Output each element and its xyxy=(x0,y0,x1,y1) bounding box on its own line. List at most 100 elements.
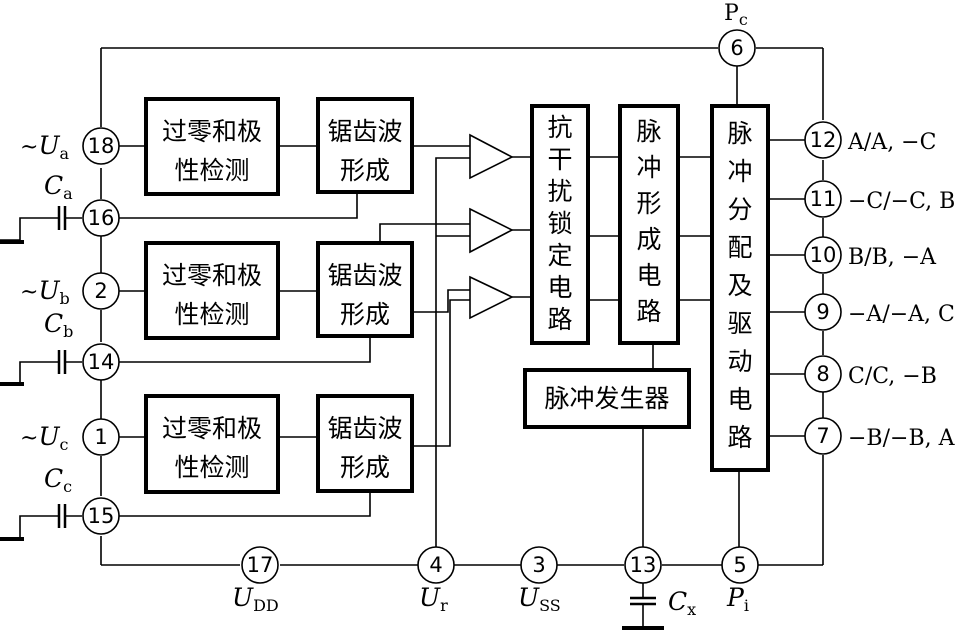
pin-18: 18 xyxy=(82,127,120,165)
pin-14: 14 xyxy=(82,343,120,381)
svg-text:6: 6 xyxy=(730,36,743,60)
vertical-char: 驱 xyxy=(727,309,752,338)
pin-15: 15 xyxy=(82,497,120,535)
block-text: 脉冲发生器 xyxy=(544,384,669,413)
vertical-char: 形 xyxy=(636,189,661,218)
label-cc: Cc xyxy=(44,464,72,496)
vertical-char: 干 xyxy=(547,145,572,174)
vertical-char: 路 xyxy=(547,305,572,334)
pin-12: 12 xyxy=(804,121,842,159)
label-out-10: B/B, −A xyxy=(848,245,937,270)
svg-text:5: 5 xyxy=(733,553,746,577)
svg-text:4: 4 xyxy=(429,553,442,577)
pin-2: 2 xyxy=(82,272,120,310)
pin-8: 8 xyxy=(804,355,842,393)
svg-text:1: 1 xyxy=(94,425,107,449)
svg-text:11: 11 xyxy=(810,187,837,211)
label-out-9: −A/−A, C xyxy=(848,302,955,327)
label-ur: Ur xyxy=(419,583,448,615)
label-pi: Pi xyxy=(726,583,749,615)
block-text: 过零和极 xyxy=(162,261,262,290)
vertical-char: 成 xyxy=(636,225,661,254)
svg-text:9: 9 xyxy=(816,300,829,324)
label-out-11: −C/−C, B xyxy=(848,189,955,214)
pin-13: 13 xyxy=(624,546,662,584)
svg-text:16: 16 xyxy=(88,206,115,230)
vertical-char: 电 xyxy=(636,261,661,290)
vertical-char: 扰 xyxy=(547,177,572,206)
svg-text:7: 7 xyxy=(816,424,829,448)
svg-text:14: 14 xyxy=(88,350,115,374)
pin-6: 6 xyxy=(718,29,756,67)
vertical-char: 动 xyxy=(727,347,752,376)
label-uc: ~Uc xyxy=(20,422,69,454)
svg-text:8: 8 xyxy=(816,362,829,386)
chip-boundary xyxy=(100,47,824,566)
vertical-char: 电 xyxy=(547,273,572,302)
sawtooth-block-a: 锯齿波 形成 xyxy=(316,97,414,194)
vertical-char: 分 xyxy=(727,195,752,224)
vertical-char: 定 xyxy=(547,241,572,270)
vertical-char: 冲 xyxy=(727,157,752,186)
pin-7: 7 xyxy=(804,417,842,455)
label-udd: UDD xyxy=(232,583,279,615)
pin-4: 4 xyxy=(417,546,455,584)
sawtooth-block-b: 锯齿波 形成 xyxy=(316,241,414,338)
pin-10: 10 xyxy=(804,236,842,274)
vertical-char: 冲 xyxy=(636,153,661,182)
pin-9: 9 xyxy=(804,293,842,331)
vertical-char: 锁 xyxy=(547,209,572,238)
block-text: 形成 xyxy=(340,453,390,482)
vertical-char: 路 xyxy=(727,423,752,452)
capacitor-ca xyxy=(0,206,82,244)
block-text: 性检测 xyxy=(174,300,249,329)
svg-text:2: 2 xyxy=(94,279,107,303)
internal-wiring xyxy=(118,66,805,598)
svg-text:10: 10 xyxy=(810,243,837,267)
block-text: 锯齿波 xyxy=(327,414,402,443)
block-text: 性检测 xyxy=(174,453,249,482)
vertical-char: 脉 xyxy=(727,119,752,148)
label-ub: ~Ub xyxy=(20,276,70,308)
capacitor-cc xyxy=(0,504,82,541)
vertical-char: 抗 xyxy=(547,113,572,142)
pin-5: 5 xyxy=(721,546,759,584)
label-out-8: C/C, −B xyxy=(848,364,937,389)
block-text: 性检测 xyxy=(174,156,249,185)
vertical-char: 路 xyxy=(636,297,661,326)
label-cx: Cx xyxy=(668,587,696,619)
block-text: 锯齿波 xyxy=(327,261,402,290)
pin-17: 17 xyxy=(241,546,279,584)
pulse-generator-block: 脉冲发生器 xyxy=(523,368,691,429)
label-pc: Pc xyxy=(724,1,748,29)
vertical-char: 配 xyxy=(727,233,752,262)
label-ua: ~Ua xyxy=(20,131,70,163)
comparator-a xyxy=(469,133,514,180)
zero-cross-block-b: 过零和极 性检测 xyxy=(144,241,280,340)
label-cb: Cb xyxy=(44,309,73,341)
block-text: 形成 xyxy=(340,300,390,329)
label-ca: Ca xyxy=(44,171,73,203)
pin-11: 11 xyxy=(804,180,842,218)
block-text: 锯齿波 xyxy=(327,117,402,146)
vertical-char: 电 xyxy=(727,385,752,414)
pin-16: 16 xyxy=(82,199,120,237)
comparator-c xyxy=(469,275,514,320)
svg-text:3: 3 xyxy=(532,553,545,577)
capacitor-cb xyxy=(0,350,82,386)
sawtooth-block-c: 锯齿波 形成 xyxy=(316,394,414,493)
label-out-7: −B/−B, A xyxy=(848,426,956,451)
capacitor-cx xyxy=(622,596,664,630)
zero-cross-block-c: 过零和极 性检测 xyxy=(144,394,280,494)
svg-text:12: 12 xyxy=(810,128,837,152)
svg-text:18: 18 xyxy=(88,134,115,158)
vertical-char: 脉 xyxy=(636,117,661,146)
svg-text:13: 13 xyxy=(630,553,657,577)
pin-1: 1 xyxy=(82,418,120,456)
zero-cross-block-a: 过零和极 性检测 xyxy=(144,97,280,196)
